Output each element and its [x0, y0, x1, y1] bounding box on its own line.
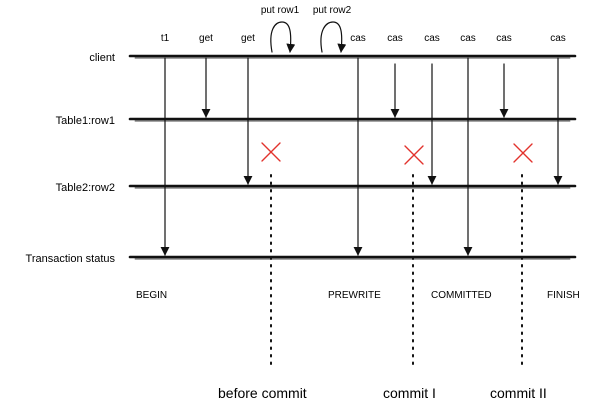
arrow-put-row1 — [270, 21, 296, 53]
op-label-t1: t1 — [161, 33, 170, 44]
op-label-cas4: cas — [460, 33, 476, 44]
lane-label-table1: Table1:row1 — [56, 115, 115, 127]
op-label-cas5: cas — [496, 33, 512, 44]
lane-label-client: client — [89, 52, 115, 64]
cross-commit-1 — [404, 145, 424, 165]
phase-label-finish: FINISH — [547, 290, 580, 301]
lane-line-table1 — [128, 117, 577, 121]
lane-line-table2 — [128, 184, 577, 188]
failure-label-commit-2: commit II — [490, 385, 547, 401]
phase-label-prewrite: PREWRITE — [328, 290, 381, 301]
op-label-cas2: cas — [387, 33, 403, 44]
lane-label-table2: Table2:row2 — [56, 182, 115, 194]
op-label-put-row2: put row2 — [313, 5, 352, 16]
cross-commit-2 — [513, 143, 533, 163]
failure-label-before-commit: before commit — [218, 385, 307, 401]
phase-label-committed: COMMITTED — [431, 290, 492, 301]
op-label-get1: get — [199, 33, 213, 44]
op-label-get2: get — [241, 33, 255, 44]
lane-line-client — [128, 54, 577, 58]
op-label-cas3: cas — [424, 33, 440, 44]
cross-before-commit — [261, 142, 281, 162]
arrow-put-row2 — [320, 21, 347, 53]
lane-lines — [128, 54, 577, 260]
lane-line-status — [128, 255, 577, 259]
failure-label-commit-1: commit I — [383, 385, 436, 401]
op-label-cas1: cas — [350, 33, 366, 44]
op-label-cas6: cas — [550, 33, 566, 44]
lane-label-status: Transaction status — [26, 253, 116, 265]
op-label-put-row1: put row1 — [261, 5, 300, 16]
phase-label-begin: BEGIN — [136, 290, 167, 301]
